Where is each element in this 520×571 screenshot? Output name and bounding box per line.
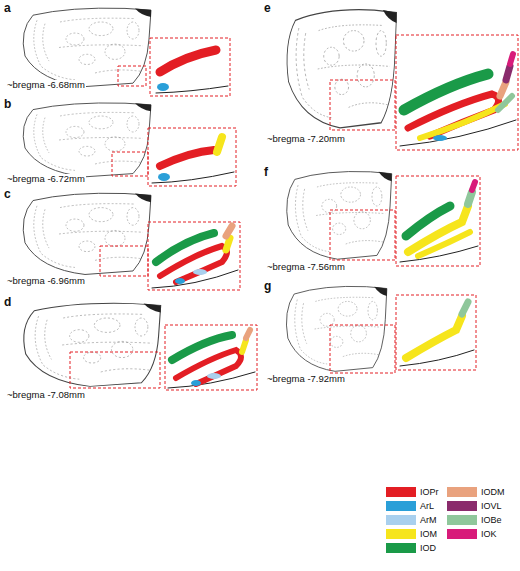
legend-text: IOM [420, 529, 437, 539]
legend-text: IOK [481, 529, 497, 539]
bregma-label: ~bregma -7.20mm [266, 134, 346, 145]
panel-letter: g [264, 280, 271, 294]
legend-text: ArL [420, 501, 434, 511]
legend-swatch [386, 529, 416, 539]
panel-letter: e [264, 2, 271, 16]
bregma-label: ~bregma -6.96mm [6, 276, 86, 287]
legend-swatch [447, 529, 477, 539]
bregma-label: ~bregma -7.08mm [6, 390, 86, 401]
legend-swatch [386, 543, 416, 553]
panel-letter: f [264, 166, 268, 180]
legend-text: IOVL [481, 501, 502, 511]
legend-text: IOD [420, 543, 436, 553]
legend-text: ArM [420, 515, 437, 525]
legend-swatch [386, 515, 416, 525]
legend-text: IOBe [481, 515, 502, 525]
panel-letter: c [4, 188, 11, 202]
legend-swatch [386, 501, 416, 511]
bregma-label: ~bregma -6.72mm [6, 174, 86, 185]
legend-swatch [386, 487, 416, 497]
bregma-label: ~bregma -6.68mm [6, 80, 86, 91]
legend-text: IOPr [420, 487, 439, 497]
legend-swatch [447, 515, 477, 525]
panel-letter: a [4, 2, 11, 16]
bregma-label: ~bregma -7.92mm [266, 374, 346, 385]
legend-text: IODM [481, 487, 505, 497]
panel-letter: b [4, 98, 11, 112]
bregma-label: ~bregma -7.56mm [266, 262, 346, 273]
legend-swatch [447, 501, 477, 511]
panel-letter: d [4, 296, 11, 310]
legend-swatch [447, 487, 477, 497]
